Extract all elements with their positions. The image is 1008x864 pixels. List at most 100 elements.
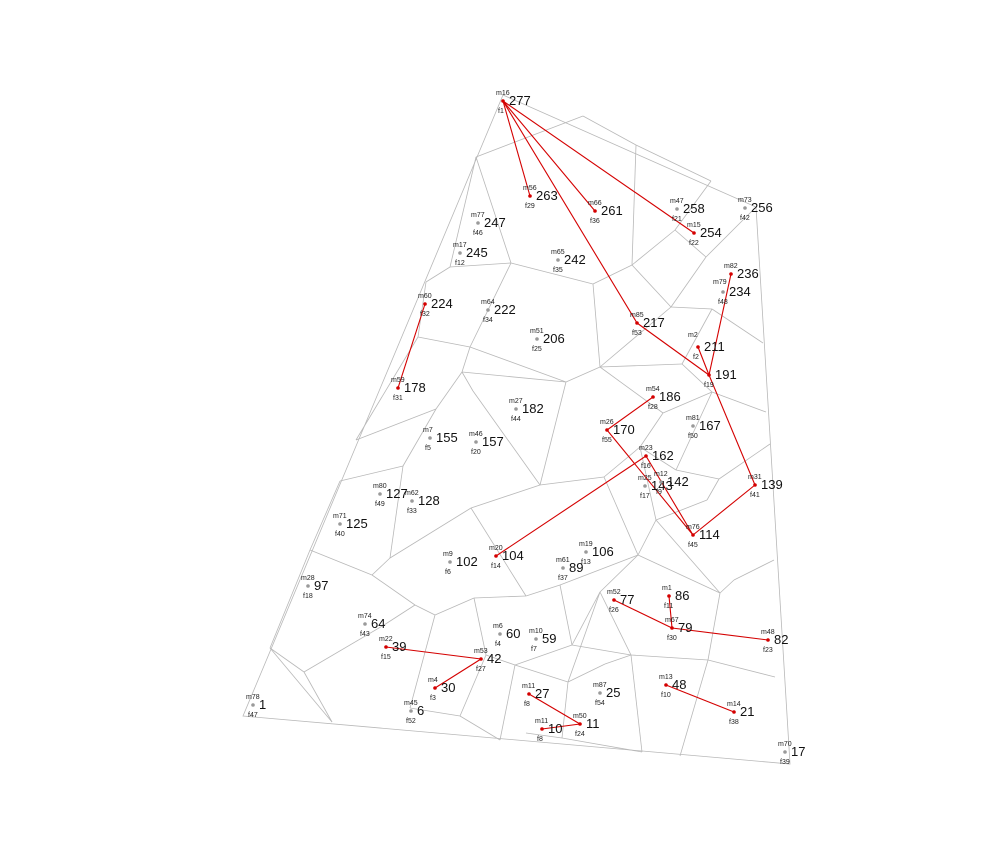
cell-edge xyxy=(603,476,639,556)
territory-point xyxy=(556,258,560,262)
male-label: m11 xyxy=(535,718,548,725)
female-label: f21 xyxy=(672,216,682,223)
territory-point xyxy=(384,645,388,649)
territory-id-label: 30 xyxy=(441,680,455,695)
cell-edge xyxy=(434,597,475,616)
cell-edge xyxy=(635,144,712,182)
female-label: f33 xyxy=(407,508,417,515)
cell-edge xyxy=(707,592,721,661)
cell-edge xyxy=(599,363,683,368)
cell-edge xyxy=(417,281,427,338)
cell-edge xyxy=(449,262,512,268)
territory-id-label: 186 xyxy=(659,389,681,404)
male-label: m74 xyxy=(358,613,372,620)
territory-id-label: 139 xyxy=(761,477,783,492)
female-label: f24 xyxy=(575,731,585,738)
female-label: f48 xyxy=(718,299,728,306)
male-label: m65 xyxy=(551,249,565,256)
territory-id-label: 162 xyxy=(652,448,674,463)
cell-edge xyxy=(639,446,657,521)
territory-id-label: 224 xyxy=(431,296,453,311)
cell-edge xyxy=(459,654,487,717)
cell-edge xyxy=(461,371,567,383)
cell-edge xyxy=(559,584,573,646)
cell-edge xyxy=(630,654,709,661)
cell-edge xyxy=(718,443,771,480)
territory-id-label: 106 xyxy=(592,544,614,559)
territory-id-label: 89 xyxy=(569,560,583,575)
territory-id-label: 64 xyxy=(371,616,385,631)
territory-point xyxy=(743,206,747,210)
male-label: m71 xyxy=(333,513,347,520)
territory-id-label: 143 xyxy=(651,478,673,493)
territory-point xyxy=(598,691,602,695)
cell-edge xyxy=(402,408,437,467)
cell-edge xyxy=(599,554,639,593)
cell-edge xyxy=(499,664,516,741)
territory-point xyxy=(696,345,700,349)
territory-id-label: 261 xyxy=(601,203,623,218)
cell-edge xyxy=(681,363,713,393)
cell-edge xyxy=(705,206,757,258)
male-label: m17 xyxy=(453,242,467,249)
cell-edge xyxy=(514,644,573,666)
territory-point xyxy=(534,637,538,641)
territory-point xyxy=(691,533,695,537)
territory-id-label: 277 xyxy=(509,93,531,108)
territory-id-label: 48 xyxy=(672,677,686,692)
cell-edge xyxy=(355,336,419,441)
link-277-261 xyxy=(502,100,596,212)
territory-id-label: 236 xyxy=(737,266,759,281)
cell-edge xyxy=(459,715,501,741)
male-label: m79 xyxy=(713,279,727,286)
territory-point xyxy=(643,484,647,488)
cell-edge xyxy=(567,663,606,683)
female-label: f5 xyxy=(425,445,431,452)
territory-point xyxy=(766,638,770,642)
territory-id-label: 155 xyxy=(436,430,458,445)
territory-point xyxy=(578,722,582,726)
cell-edge xyxy=(472,390,541,486)
territory-id-label: 191 xyxy=(715,367,737,382)
female-label: f15 xyxy=(381,654,391,661)
territory-id-label: 82 xyxy=(774,632,788,647)
female-label: f3 xyxy=(430,695,436,702)
link-77-79 xyxy=(613,599,673,629)
territory-point xyxy=(428,436,432,440)
female-label: f46 xyxy=(473,230,483,237)
cell-edge xyxy=(675,469,720,480)
male-label: m60 xyxy=(418,293,432,300)
male-label: m19 xyxy=(579,541,593,548)
territory-id-label: 167 xyxy=(699,418,721,433)
male-label: m73 xyxy=(738,197,752,204)
female-label: f30 xyxy=(667,635,677,642)
male-label: m85 xyxy=(630,312,644,319)
male-label: m6 xyxy=(493,623,503,630)
link-191-139 xyxy=(708,374,756,486)
territory-point xyxy=(584,550,588,554)
territory-point xyxy=(409,709,413,713)
male-label: m23 xyxy=(639,445,653,452)
territory-id-label: 104 xyxy=(502,548,524,563)
territory-id-label: 77 xyxy=(620,592,634,607)
female-label: f37 xyxy=(558,575,568,582)
territory-id-label: 258 xyxy=(683,201,705,216)
territory-point xyxy=(605,428,609,432)
territory-id-label: 86 xyxy=(675,588,689,603)
